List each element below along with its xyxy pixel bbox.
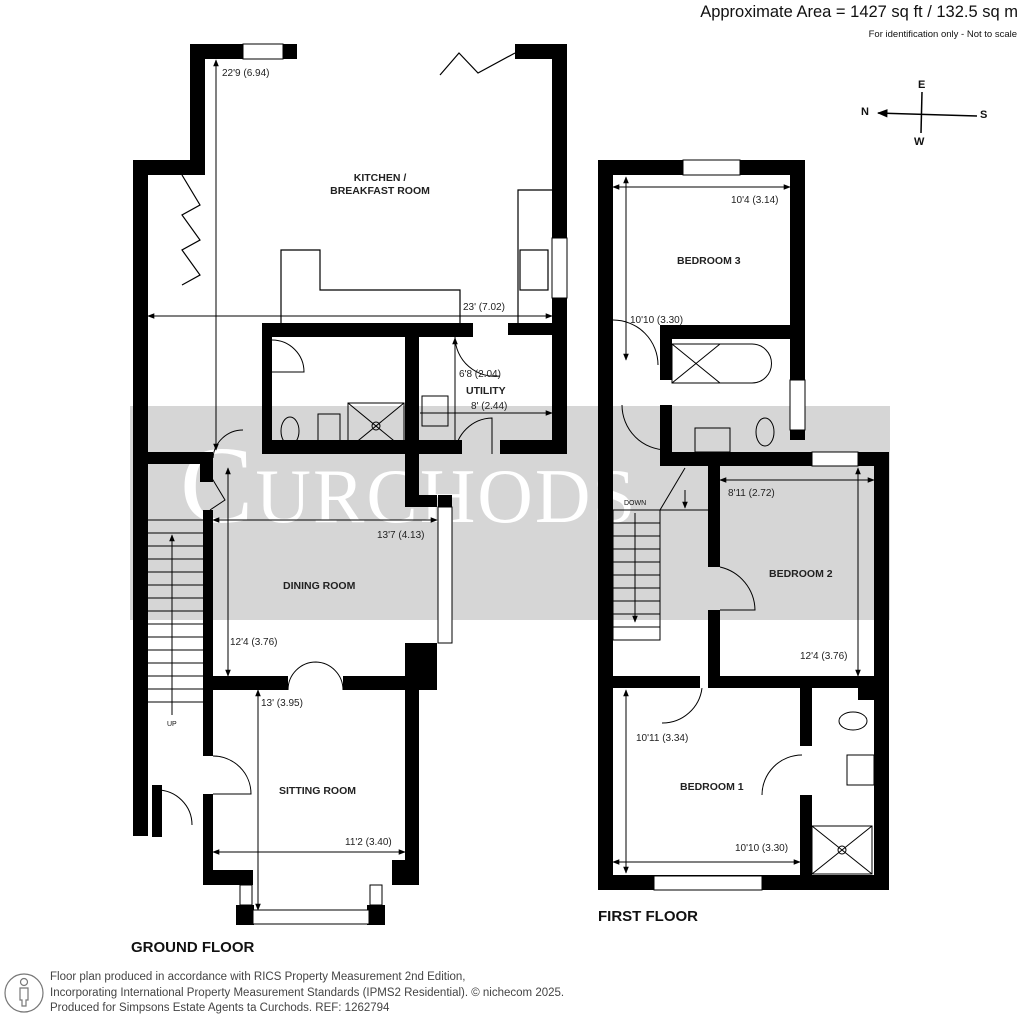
sitting-dim-width: 11'2 (3.40) [345, 837, 392, 848]
first-floor-windows [653, 159, 859, 891]
first-floor-walls [598, 160, 889, 890]
footer-line-1: Floor plan produced in accordance with R… [50, 971, 466, 983]
stairs-down-label: DOWN [624, 500, 647, 507]
room-utility: UTILITY [466, 385, 506, 397]
compass-west: W [914, 136, 925, 148]
utility-dim-length: 6'8 (2.04) [459, 369, 501, 380]
room-bedroom-1: BEDROOM 1 [680, 781, 744, 793]
room-dining: DINING ROOM [283, 580, 356, 592]
ground-floor-walls [133, 44, 567, 925]
utility-dim-width: 8' (2.44) [471, 401, 508, 412]
room-bedroom-2: BEDROOM 2 [769, 568, 833, 580]
approximate-area: Approximate Area = 1427 sq ft / 132.5 sq… [700, 3, 1018, 21]
bedroom2-dim-length: 12'4 (3.76) [800, 651, 848, 662]
bedroom3-dim-length: 10'10 (3.30) [630, 315, 684, 326]
dining-dim-length: 12'4 (3.76) [230, 637, 278, 648]
footer-credits: Floor plan produced in accordance with R… [50, 970, 564, 1017]
room-kitchen: KITCHEN / BREAKFAST ROOM [330, 172, 430, 198]
person-icon [4, 973, 44, 1013]
sitting-dim-length: 13' (3.95) [261, 698, 303, 709]
room-kitchen-label-2: BREAKFAST ROOM [330, 185, 430, 197]
footer-line-3: Produced for Simpsons Estate Agents ta C… [50, 1002, 390, 1014]
stairs-down [612, 467, 708, 641]
ground-floor-windows [239, 43, 568, 925]
dining-dim-width: 13'7 (4.13) [377, 530, 425, 541]
footer-line-2: Incorporating International Property Mea… [50, 986, 565, 999]
room-kitchen-label: KITCHEN / [353, 172, 407, 184]
kitchen-dim-length: 22'9 (6.94) [222, 68, 270, 79]
kitchen-dim-width: 23' (7.02) [463, 302, 505, 313]
scale-disclaimer: For identification only - Not to scale [868, 29, 1017, 40]
stairs-up-label: UP [167, 721, 177, 728]
ground-floor-title: GROUND FLOOR [131, 939, 255, 956]
bedroom2-dim-width: 8'11 (2.72) [728, 488, 775, 499]
bedroom1-dim-width: 10'10 (3.30) [735, 843, 789, 854]
bedroom1-dim-length: 10'11 (3.34) [636, 733, 689, 744]
bedroom3-dim-width: 10'4 (3.14) [731, 195, 779, 206]
compass-north: N [861, 106, 869, 118]
first-floor-title: FIRST FLOOR [598, 908, 698, 925]
compass-south: S [980, 109, 988, 121]
room-bedroom-3: BEDROOM 3 [677, 255, 741, 267]
stairs-up [148, 519, 203, 715]
compass-east: E [918, 79, 926, 91]
room-sitting: SITTING ROOM [279, 785, 356, 797]
compass-icon [876, 91, 978, 134]
